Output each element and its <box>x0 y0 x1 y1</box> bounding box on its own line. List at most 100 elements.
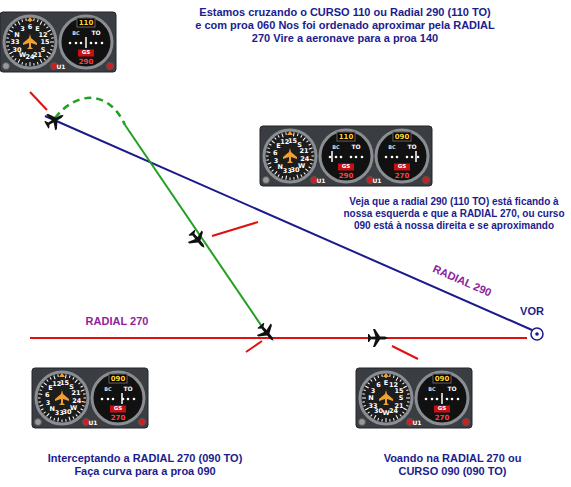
compass-number: 6 <box>273 150 278 157</box>
leader-line <box>392 346 418 359</box>
instrument-panel <box>260 126 432 186</box>
back-course-flag: BC <box>332 145 339 150</box>
compass-number: 6 <box>28 24 33 31</box>
compass-number: 12 <box>52 381 61 388</box>
reciprocal-readout: 270 <box>395 172 410 179</box>
radio-unit-label: U1 <box>88 420 97 426</box>
compass-number: 3 <box>46 400 51 407</box>
to-from-flag: TO <box>351 144 360 150</box>
to-from-flag: TO <box>407 144 416 150</box>
compass-number: 15 <box>288 138 297 145</box>
compass-number: 30 <box>291 167 300 174</box>
compass-number: 30 <box>12 46 21 53</box>
compass-number: 15 <box>40 39 49 46</box>
radio-unit-label: U1 <box>316 178 325 184</box>
compass-number: N <box>278 164 283 171</box>
compass-number: 24 <box>72 397 81 404</box>
compass-number: 24 <box>25 54 34 61</box>
radial-270-line <box>30 337 527 339</box>
to-from-flag: TO <box>91 30 100 36</box>
course-deviation-indicator <box>320 130 374 184</box>
glideslope-flag: GS <box>82 50 90 56</box>
compass-number: 15 <box>60 380 69 387</box>
compass-number: 24 <box>389 408 398 415</box>
compass-number: 6 <box>45 392 50 399</box>
aircraft-icons <box>42 107 388 347</box>
radio-unit-label: U1 <box>372 178 381 184</box>
radial-label: RADIAL 290 <box>429 262 495 301</box>
glideslope-flag: GS <box>342 164 350 170</box>
compass-number: W <box>382 410 389 417</box>
compass-number: 12 <box>280 139 289 146</box>
glideslope-flag: GS <box>114 406 122 412</box>
compass-number: N <box>14 31 19 38</box>
compass-number: 33 <box>55 410 64 417</box>
course-deviation-indicator <box>376 130 430 184</box>
compass-number: 3 <box>20 26 25 33</box>
compass-number: E <box>48 385 52 392</box>
compass-number: 33 <box>283 168 292 175</box>
compass-number: 3 <box>274 158 279 165</box>
compass-number: E <box>384 380 388 387</box>
compass-number: 21 <box>72 390 81 397</box>
heading-indicator <box>0 9 63 75</box>
station-label: VOR <box>518 305 546 318</box>
reciprocal-readout: 290 <box>339 172 354 179</box>
course-readout: 110 <box>339 133 354 140</box>
instrument-panel <box>32 368 148 428</box>
course-deviation-indicator <box>60 16 114 70</box>
heading-indicator <box>359 372 414 426</box>
turn-path-dashed <box>55 98 125 125</box>
back-course-flag: BC <box>72 31 79 36</box>
radio-unit-label: U1 <box>412 420 421 426</box>
compass-number: 33 <box>10 39 19 46</box>
course-deviation-indicator <box>416 372 470 426</box>
compass-number: N <box>368 395 373 402</box>
radial-label: RADIAL 270 <box>84 315 151 328</box>
leader-line <box>30 92 47 110</box>
course-readout: 090 <box>111 375 126 382</box>
compass-number: 33 <box>368 402 377 409</box>
compass-number: 12 <box>38 31 47 38</box>
compass-number: N <box>50 406 55 413</box>
reciprocal-readout: 290 <box>79 58 94 65</box>
instruction-note: Voando na RADIAL 270 ou CURSO 090 (090 T… <box>365 452 540 478</box>
compass-number: 15 <box>394 387 403 394</box>
course-readout: 090 <box>395 133 410 140</box>
instruction-note: Estamos cruzando o CURSO 110 ou Radial 2… <box>195 6 495 46</box>
compass-number: 6 <box>376 382 381 389</box>
back-course-flag: BC <box>104 387 111 392</box>
leader-line <box>212 222 258 236</box>
instruction-note: Interceptando a RADIAL 270 (090 TO) Faça… <box>35 452 255 478</box>
aircraft-icon <box>185 227 212 254</box>
heading-indicator <box>256 122 324 190</box>
reciprocal-readout: 270 <box>111 414 126 421</box>
leader-line <box>246 341 262 352</box>
heading-indicator <box>28 364 96 432</box>
aircraft-icon <box>42 107 68 133</box>
radio-unit-label: U1 <box>56 64 65 70</box>
compass-number: 3 <box>371 387 376 394</box>
glideslope-flag: GS <box>398 164 406 170</box>
compass-number: 24 <box>300 155 309 162</box>
vor-symbol <box>531 328 543 340</box>
course-deviation-indicator <box>92 372 146 426</box>
compass-number: E <box>276 143 280 150</box>
instruction-note: Veja que a radial 290 (110 TO) está fica… <box>343 196 565 232</box>
glideslope-flag: GS <box>438 406 446 412</box>
instrument-panel <box>0 12 116 72</box>
course-readout: 090 <box>435 375 450 382</box>
to-from-flag: TO <box>447 386 456 392</box>
compass-number: 21 <box>300 148 309 155</box>
aircraft-icon <box>368 329 388 347</box>
course-readout: 110 <box>79 19 94 26</box>
back-course-flag: BC <box>388 145 395 150</box>
compass-number: S <box>399 395 404 402</box>
aircraft-icon <box>254 320 281 347</box>
intercept-path <box>125 125 267 334</box>
back-course-flag: BC <box>428 387 435 392</box>
to-from-flag: TO <box>123 386 132 392</box>
instrument-panel <box>356 368 472 428</box>
